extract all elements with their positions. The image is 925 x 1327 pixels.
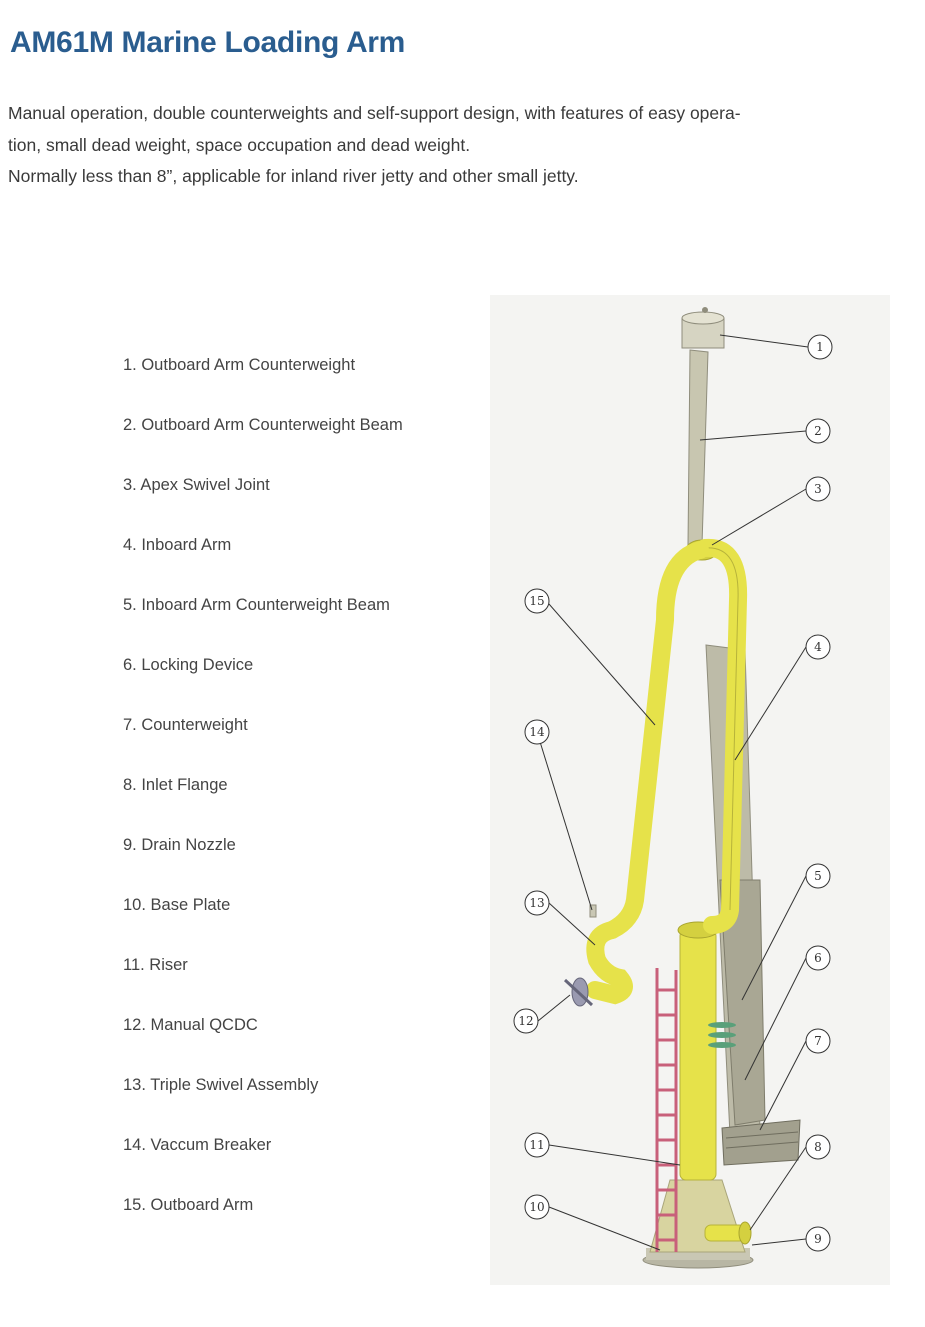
svg-text:6: 6: [814, 951, 822, 965]
outboard-counterweight: [681, 307, 725, 349]
legend-item: 10. Base Plate: [123, 896, 231, 914]
manual-qcdc: [563, 977, 594, 1007]
legend-item: 4. Inboard Arm: [123, 536, 232, 554]
triple-swivel: [586, 921, 633, 1005]
callout-14: 14: [524, 719, 550, 745]
parts-legend: 1. Outboard Arm Counterweight 2. Outboar…: [123, 352, 403, 1252]
svg-text:7: 7: [814, 1034, 822, 1048]
svg-text:5: 5: [814, 869, 822, 883]
callout-4: 4: [805, 634, 831, 660]
svg-text:3: 3: [814, 482, 822, 496]
callout-10: 10: [524, 1194, 550, 1220]
callouts: 1 2 3 4 5 6 7 8 9 10 11 12 13 14 15: [513, 334, 833, 1252]
legend-item: 6. Locking Device: [123, 656, 254, 674]
svg-text:13: 13: [529, 896, 544, 910]
legend-item: 3. Apex Swivel Joint: [123, 476, 270, 494]
svg-text:1: 1: [816, 340, 824, 354]
svg-text:2: 2: [814, 424, 822, 438]
svg-text:9: 9: [814, 1232, 822, 1246]
intro-line: tion, small dead weight, space occupatio…: [8, 134, 471, 155]
legend-item: 2. Outboard Arm Counterweight Beam: [123, 416, 403, 434]
intro-text: Manual operation, double counterweights …: [8, 98, 868, 193]
svg-text:4: 4: [814, 640, 822, 654]
outboard-arm: [603, 541, 709, 939]
callout-7: 7: [805, 1028, 831, 1054]
legend-item: 8. Inlet Flange: [123, 776, 228, 794]
callout-6: 6: [805, 945, 831, 971]
svg-text:11: 11: [529, 1138, 544, 1152]
legend-item: 9. Drain Nozzle: [123, 836, 236, 854]
legend-item: 12. Manual QCDC: [123, 1016, 258, 1034]
callout-1: 1: [807, 334, 833, 360]
callout-2: 2: [805, 418, 831, 444]
callout-9: 9: [805, 1226, 831, 1252]
locking-device: [708, 1022, 736, 1048]
legend-item: 7. Counterweight: [123, 716, 248, 734]
legend-item: 5. Inboard Arm Counterweight Beam: [123, 596, 390, 614]
legend-item: 13. Triple Swivel Assembly: [123, 1076, 319, 1094]
loading-arm-diagram: 1 2 3 4 5 6 7 8 9 10 11 12 13 14 15: [490, 295, 890, 1285]
callout-8: 8: [805, 1134, 831, 1160]
callout-11: 11: [524, 1132, 550, 1158]
svg-text:8: 8: [814, 1140, 822, 1154]
legend-item: 15. Outboard Arm: [123, 1196, 254, 1214]
legend-item: 1. Outboard Arm Counterweight: [123, 356, 356, 374]
inlet-flange: [704, 1221, 752, 1245]
counterweight: [721, 1119, 801, 1166]
callout-3: 3: [805, 476, 831, 502]
svg-text:15: 15: [529, 594, 544, 608]
callout-15: 15: [524, 588, 550, 614]
intro-line: Manual operation, double counterweights …: [8, 103, 741, 123]
ladder: [655, 968, 678, 1252]
callout-5: 5: [805, 863, 831, 889]
svg-text:12: 12: [518, 1014, 533, 1028]
leader-lines: [536, 334, 809, 1251]
svg-text:10: 10: [529, 1200, 544, 1214]
riser: [679, 929, 717, 1181]
callout-12: 12: [513, 1008, 539, 1034]
legend-item: 14. Vaccum Breaker: [123, 1136, 272, 1154]
intro-line: Normally less than 8”, applicable for in…: [8, 166, 579, 186]
svg-text:14: 14: [529, 725, 545, 739]
legend-item: 11. Riser: [123, 956, 188, 974]
page-title: AM61M Marine Loading Arm: [10, 26, 406, 59]
callout-13: 13: [524, 890, 550, 916]
vacuum-breaker: [589, 904, 597, 918]
